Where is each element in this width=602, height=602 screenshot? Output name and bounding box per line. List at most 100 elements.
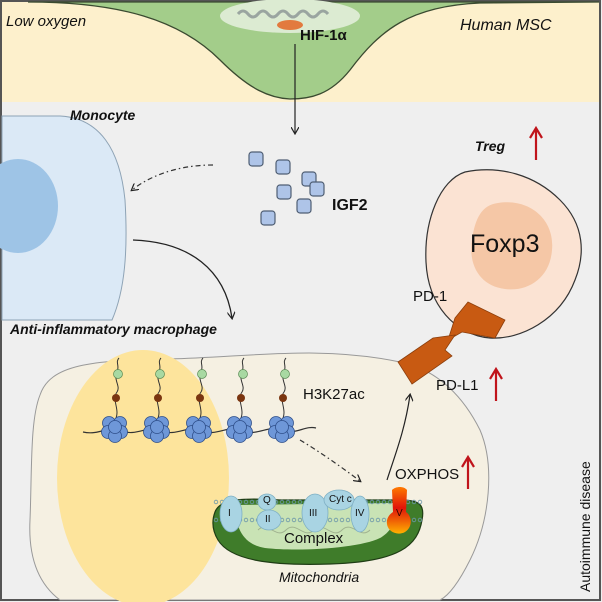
complex-q-label: Q <box>263 495 271 506</box>
monocyte-cell <box>0 115 127 321</box>
igf2-particle <box>260 210 276 226</box>
lipid-head <box>249 499 255 505</box>
foxp3-label: Foxp3 <box>470 230 540 258</box>
lipid-head <box>417 499 423 505</box>
nucleosome-with-tail <box>268 357 295 443</box>
chromatin <box>82 357 317 443</box>
lipid-head <box>381 499 387 505</box>
lipid-head <box>345 517 351 523</box>
igf2-label: IGF2 <box>332 197 368 214</box>
lipid-head <box>387 499 393 505</box>
treg-nucleus <box>471 202 553 290</box>
lipid-head <box>297 517 303 523</box>
lipid-head <box>243 499 249 505</box>
complex-ii <box>256 509 282 531</box>
histone-core <box>108 420 122 434</box>
lipid-head <box>339 517 345 523</box>
histone-mark-dot <box>112 394 120 402</box>
treg-up-arrow <box>529 125 543 160</box>
msc-region <box>2 0 600 102</box>
lipid-head <box>285 499 291 505</box>
oxphos-up-arrow <box>461 454 475 489</box>
acetyl-group <box>197 369 207 379</box>
acetyl-group <box>280 369 290 379</box>
complex-v-label: V <box>396 508 403 519</box>
lipid-head <box>285 517 291 523</box>
acetyl-group <box>113 369 123 379</box>
histone-tail <box>198 357 204 421</box>
histone-core <box>275 420 289 434</box>
histone-mark-dot <box>154 394 162 402</box>
histone-mark-dot <box>196 394 204 402</box>
igf2-particles <box>248 151 325 226</box>
complex-label: Complex <box>284 530 344 547</box>
pd1-label: PD-1 <box>413 288 448 305</box>
igf2-particle <box>309 181 325 197</box>
lipid-head <box>249 517 255 523</box>
lipid-head <box>213 517 219 523</box>
lipid-head <box>333 517 339 523</box>
histone-core <box>233 420 247 434</box>
lipid-head <box>213 499 219 505</box>
cytochrome-c-label: Cyt c <box>329 494 352 505</box>
complex-v-atp-synthase <box>386 487 411 534</box>
acetyl-group <box>155 369 165 379</box>
lipid-head <box>291 499 297 505</box>
lipid-head <box>375 499 381 505</box>
histone-tail <box>281 357 287 421</box>
igf2-particle <box>275 159 291 175</box>
chromatin-to-mitochondria-arrow <box>299 439 360 481</box>
complex-i <box>219 495 243 533</box>
oxphos-label: OXPHOS <box>395 466 460 483</box>
low-oxygen-label: Low oxygen <box>6 13 87 30</box>
lipid-head <box>411 517 417 523</box>
macrophage-nucleus <box>57 350 229 602</box>
lipid-head <box>243 517 249 523</box>
nucleosome-with-tail <box>101 357 128 443</box>
pdl1-ligand <box>397 334 456 385</box>
monocyte-to-macrophage-arrow <box>132 239 232 318</box>
msc-cell-body <box>27 1 600 100</box>
complex-ii-label: II <box>265 514 271 525</box>
histone-core <box>192 420 206 434</box>
igf2-to-monocyte-arrow <box>132 164 214 190</box>
complex-iv-label: IV <box>355 508 365 519</box>
lipid-head <box>375 517 381 523</box>
h3k27ac-label: H3K27ac <box>303 386 365 403</box>
lipid-head <box>369 499 375 505</box>
treg-label: Treg <box>475 138 506 154</box>
lipid-head <box>417 517 423 523</box>
dna-strand <box>236 9 330 19</box>
lipid-head <box>297 499 303 505</box>
lipid-head <box>291 517 297 523</box>
monocyte-nucleus <box>0 159 58 253</box>
histone-tail <box>239 357 245 421</box>
autoimmune-disease-label: Autoimmune disease <box>577 461 593 592</box>
histone-core <box>150 420 164 434</box>
nucleosome-with-tail <box>143 357 170 443</box>
complex-i-label: I <box>228 508 231 519</box>
acetyl-group <box>238 369 248 379</box>
nucleosome-with-tail <box>185 357 212 443</box>
monocyte-label: Monocyte <box>70 107 136 123</box>
macrophage-label: Anti-inflammatory macrophage <box>10 321 217 337</box>
histone-tail <box>156 357 162 421</box>
hif1a-label: HIF-1α <box>300 27 347 44</box>
lipid-head <box>411 499 417 505</box>
complex-iii <box>301 493 329 533</box>
histone-mark-dot <box>237 394 245 402</box>
igf2-particle <box>276 184 292 200</box>
igf2-particle <box>296 198 312 214</box>
pdl1-up-arrow <box>489 366 503 401</box>
human-msc-label: Human MSC <box>460 17 552 34</box>
nucleosome-with-tail <box>226 357 253 443</box>
oxphos-to-pdl1-arrow <box>386 395 410 481</box>
histone-mark-dot <box>279 394 287 402</box>
mitochondria-label: Mitochondria <box>279 569 360 585</box>
lipid-head <box>327 517 333 523</box>
complex-iii-label: III <box>309 508 318 519</box>
treg-cell <box>425 169 582 339</box>
complex-iv <box>350 495 370 533</box>
